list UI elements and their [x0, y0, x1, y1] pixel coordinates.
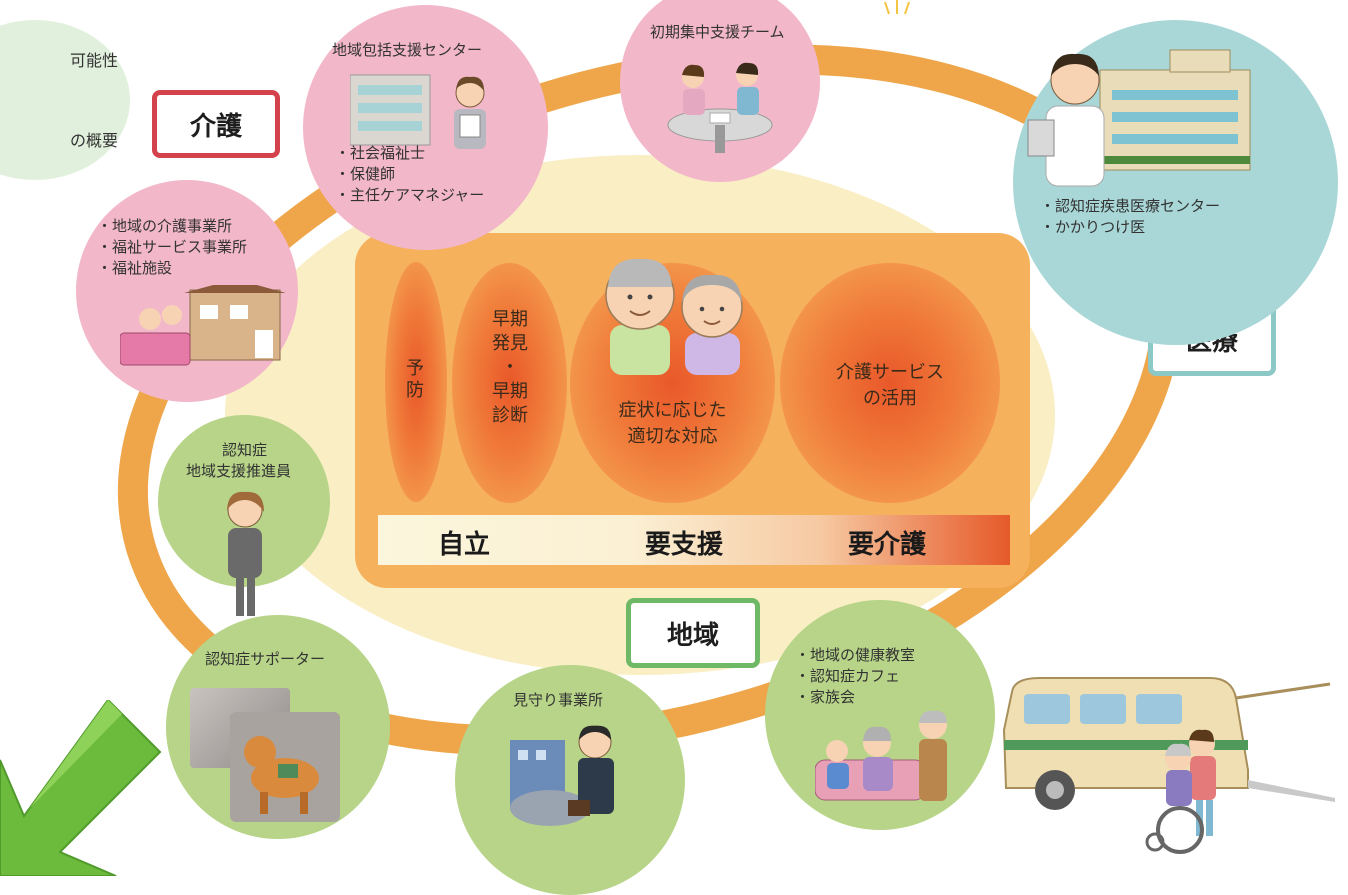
node-suishin-title-2: 地域支援推進員 [186, 462, 292, 480]
node-iryo-items: ・認知症疾患医療センター ・かかりつけ医 [1040, 196, 1220, 238]
houkatsu-item-1: ・社会福祉士 [335, 144, 426, 162]
houkatsu-item-3: ・主任ケアマネジャー [335, 186, 485, 204]
kaigo-jigyo-item-3: ・福祉施設 [97, 259, 173, 277]
elderly-couple-illustration [605, 258, 743, 375]
houkatsu-item-2: ・保健師 [335, 165, 396, 183]
scale-jiritsu: 自立 [438, 530, 491, 560]
badge-kaigo: 介護 [152, 90, 280, 158]
kaigo-jigyo-item-1: ・地域の介護事業所 [97, 217, 233, 235]
iryo-item-2: ・かかりつけ医 [1040, 218, 1146, 236]
node-kaigo-jigyo-items: ・地域の介護事業所 ・福祉サービス事業所 ・福祉施設 [97, 216, 247, 279]
node-supporter-title: 認知症サポーター [205, 650, 326, 668]
node-suishin-title-1: 認知症 [222, 441, 268, 459]
badge-chiiki: 地域 [626, 598, 760, 668]
label-soki: 早期 発見 ・ 早期 診断 [492, 309, 528, 426]
chiiki-kenko-item-1: ・地域の健康教室 [795, 646, 916, 664]
chiiki-kenko-item-2: ・認知症カフェ [795, 667, 901, 685]
top-left-note-line1: 可能性 [70, 51, 119, 70]
care-level-bar [378, 515, 1010, 565]
chiiki-kenko-item-3: ・家族会 [795, 688, 856, 706]
scale-yoshien: 要支援 [645, 530, 724, 560]
label-shojo: 症状に応じた 適切な対応 [618, 400, 727, 447]
hospital-doctor-illustration [1027, 49, 1251, 187]
businessman-illustration [510, 725, 614, 826]
oval-service [780, 263, 1000, 503]
oval-yobo [385, 262, 447, 502]
label-service: 介護サービス の活用 [836, 362, 944, 409]
care-van-wheelchair-illustration [1002, 677, 1335, 854]
node-shoki-title: 初期集中支援チーム [650, 23, 785, 41]
care-facility-illustration [120, 285, 285, 366]
family-gathering-illustration [815, 710, 947, 801]
oval-soki [452, 263, 567, 503]
robo-mascot-photo [230, 712, 340, 822]
scale-yokaigo: 要介護 [848, 530, 927, 560]
team-meeting-illustration [667, 62, 773, 153]
node-chiiki-kenko-items: ・地域の健康教室 ・認知症カフェ ・家族会 [795, 645, 915, 708]
label-yobo: 予 防 [406, 358, 424, 401]
node-mimamori-circle [455, 665, 685, 895]
node-mimamori-title: 見守り事業所 [513, 691, 604, 709]
top-left-note-line2: の概要 [70, 131, 119, 150]
kaigo-jigyo-item-2: ・福祉サービス事業所 [97, 238, 248, 256]
node-houkatsu-title: 地域包括支援センター [332, 41, 483, 59]
iryo-item-1: ・認知症疾患医療センター [1040, 197, 1221, 215]
support-staff-illustration [227, 491, 264, 616]
care-center-building-illustration [350, 74, 486, 149]
arrow-down-left-icon [0, 700, 162, 876]
node-houkatsu-items: ・社会福祉士 ・保健師 ・主任ケアマネジャー [335, 143, 484, 206]
